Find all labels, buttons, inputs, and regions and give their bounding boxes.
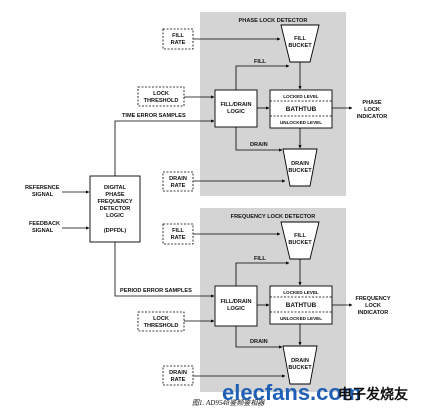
phase-lock-indicator-label-line2: LOCK [364, 107, 380, 113]
phase-logic-label-line2: LOGIC [227, 109, 245, 115]
freq-fill-bucket-label-line2: BUCKET [288, 240, 312, 246]
dpfdl-label-line1: DIGITAL [104, 185, 127, 191]
phase-lock-indicator-label-line3: INDICATOR [357, 114, 388, 120]
phase-fill-rate-label-line1: FILL [172, 33, 184, 39]
figure-caption: 图1. AD9548鉴频鉴相器 [192, 399, 265, 407]
freq-lock-indicator-label-line2: LOCK [365, 303, 381, 309]
phase-drain-rate-label-line2: RATE [171, 183, 186, 189]
freq-drain-label: DRAIN [250, 339, 268, 345]
frequency-lock-detector-title: FREQUENCY LOCK DETECTOR [231, 214, 316, 220]
freq-drain-rate-label-line1: DRAIN [169, 370, 187, 376]
period-error-samples-bus [114, 242, 215, 298]
phase-lock-threshold-label-line2: THRESHOLD [144, 98, 179, 104]
period-error-samples-label: PERIOD ERROR SAMPLES [120, 288, 192, 294]
freq-drain-bucket-label-line1: DRAIN [291, 358, 309, 364]
freq-lock-threshold-label-line2: THRESHOLD [144, 323, 179, 329]
phase-logic-label-line1: FILL/DRAIN [220, 102, 251, 108]
phase-drain-bucket [282, 148, 318, 187]
freq-fill-label: FILL [254, 256, 266, 262]
dpfdl-block [89, 175, 141, 243]
phase-fill-drain-logic-block [214, 89, 258, 128]
freq-drain-bucket [282, 345, 318, 385]
phase-drain-rate-box [162, 171, 194, 192]
phase-drain-bucket-label-line2: BUCKET [288, 168, 312, 174]
freq-logic-label-line2: LOGIC [227, 306, 245, 312]
phase-locked-level-label: LOCKED LEVEL [283, 94, 319, 99]
dpfdl-label-line3: FREQUENCY [97, 199, 132, 205]
phase-fill-label: FILL [254, 59, 266, 65]
freq-fill-arrow [235, 261, 290, 286]
dpfdl-abbreviation: (DPFDL) [104, 228, 127, 234]
phase-unlocked-level-label: UNLOCKED LEVEL [280, 120, 322, 125]
phase-lock-threshold-label-line1: LOCK [153, 91, 169, 97]
phase-bathtub-label: BATHTUB [286, 106, 317, 113]
freq-fill-rate-label-line2: RATE [171, 235, 186, 241]
reference-signal-label-line1: REFERENCE [25, 185, 60, 191]
watermark-cn: 电子发烧友 [338, 386, 408, 402]
freq-drain-rate-box [162, 365, 194, 386]
dpfdl-label-line5: LOGIC [106, 213, 124, 219]
freq-lock-indicator-label-line3: INDICATOR [358, 310, 389, 316]
phase-drain-bucket-label-line1: DRAIN [291, 161, 309, 167]
freq-drain-arrow [235, 326, 283, 349]
phase-fill-bucket-label-line1: FILL [294, 36, 306, 42]
phase-fill-arrow [235, 64, 290, 90]
phase-fill-rate-box [162, 28, 194, 50]
freq-lock-indicator-label-line1: FREQUENCY [355, 296, 390, 302]
phase-drain-arrow [235, 127, 283, 152]
feedback-signal-label-line2: SIGNAL [32, 228, 54, 234]
freq-fill-drain-logic-block [214, 285, 258, 327]
freq-drain-rate-label-line2: RATE [171, 377, 186, 383]
phase-fill-bucket-label-line2: BUCKET [288, 43, 312, 49]
freq-locked-level-label: LOCKED LEVEL [283, 290, 319, 295]
dpfdl-label-line4: DETECTOR [100, 206, 131, 212]
freq-bathtub-label: BATHTUB [286, 302, 317, 309]
time-error-samples-label: TIME ERROR SAMPLES [122, 113, 186, 119]
freq-fill-bucket [280, 221, 320, 260]
freq-fill-rate-label-line1: FILL [172, 228, 184, 234]
phase-drain-rate-label-line1: DRAIN [169, 176, 187, 182]
feedback-signal-label-line1: FEEDBACK [29, 221, 60, 227]
freq-lock-threshold-box [137, 311, 185, 332]
phase-fill-bucket [280, 24, 320, 63]
phase-lock-threshold-box [137, 86, 185, 107]
freq-fill-rate-box [162, 223, 194, 245]
freq-fill-bucket-label-line1: FILL [294, 233, 306, 239]
phase-bathtub [269, 89, 333, 129]
phase-drain-label: DRAIN [250, 142, 268, 148]
freq-unlocked-level-label: UNLOCKED LEVEL [280, 316, 322, 321]
time-error-samples-bus [114, 119, 215, 176]
watermark-site: elecfans.com [222, 380, 361, 405]
reference-signal-label-line2: SIGNAL [32, 192, 54, 198]
freq-lock-threshold-label-line1: LOCK [153, 316, 169, 322]
phase-lock-detector-title: PHASE LOCK DETECTOR [239, 18, 308, 24]
dpfdl-label-line2: PHASE [105, 192, 125, 198]
phase-fill-rate-label-line2: RATE [171, 40, 186, 46]
freq-drain-bucket-label-line2: BUCKET [288, 365, 312, 371]
freq-logic-label-line1: FILL/DRAIN [220, 299, 251, 305]
phase-lock-indicator-label-line1: PHASE [362, 100, 382, 106]
